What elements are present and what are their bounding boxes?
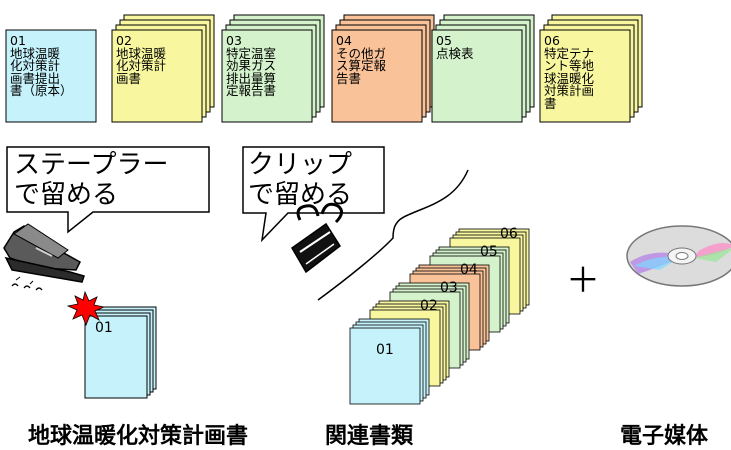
stapler-callout-bubble bbox=[6, 146, 210, 234]
stacked-document-id-01: 01 bbox=[376, 342, 394, 358]
plan-document-caption: 地球温暖化対策計画書 bbox=[28, 424, 249, 449]
document-label-04: 04 その他ガ ス算定報 告書 bbox=[336, 33, 387, 86]
burst-icon bbox=[66, 290, 106, 327]
clip-callout-text: クリップ で留める bbox=[248, 150, 353, 210]
related-documents-caption: 関連書類 bbox=[325, 424, 414, 449]
bracket-line bbox=[317, 169, 469, 301]
stacked-document-id-04: 04 bbox=[460, 262, 478, 278]
related-documents-stack bbox=[349, 228, 530, 405]
document-label-06: 06 特定テナ ント等地 球温暖化 対策計画 書 bbox=[544, 33, 595, 111]
document-label-05: 05 点検表 bbox=[436, 33, 474, 61]
media-caption: 電子媒体 bbox=[620, 424, 709, 449]
plus-sign: ＋ bbox=[566, 261, 600, 301]
stapler-callout-text: ステープラー で留める bbox=[14, 150, 169, 210]
binder-clip-icon bbox=[291, 202, 343, 274]
stacked-document-01 bbox=[349, 318, 430, 405]
document-label-03: 03 特定温室 効果ガス 排出量算 定報告書 bbox=[226, 33, 277, 98]
stacked-document-id-03: 03 bbox=[440, 280, 458, 296]
stacked-document-id-05: 05 bbox=[480, 244, 498, 260]
document-set-row bbox=[5, 14, 643, 123]
stacked-document-id-02: 02 bbox=[420, 298, 438, 314]
document-label-02: 02 地球温暖 化対策計 画書 bbox=[116, 33, 167, 86]
stapler-icon bbox=[3, 223, 85, 291]
clip-callout-bubble bbox=[242, 146, 385, 243]
cd-disc-icon bbox=[626, 225, 731, 287]
plan-document-id: 01 bbox=[95, 320, 113, 336]
document-card-01 bbox=[5, 29, 97, 123]
document-card-05 bbox=[431, 14, 535, 123]
document-card-06 bbox=[539, 14, 643, 123]
document-label-01: 01 地球温暖 化対策計 画書提出 書（原本） bbox=[10, 33, 73, 98]
stacked-document-id-06: 06 bbox=[500, 226, 518, 242]
document-card-04 bbox=[331, 14, 435, 123]
document-card-03 bbox=[221, 14, 325, 123]
document-card-02 bbox=[111, 14, 215, 123]
plan-document-stack bbox=[84, 306, 157, 399]
